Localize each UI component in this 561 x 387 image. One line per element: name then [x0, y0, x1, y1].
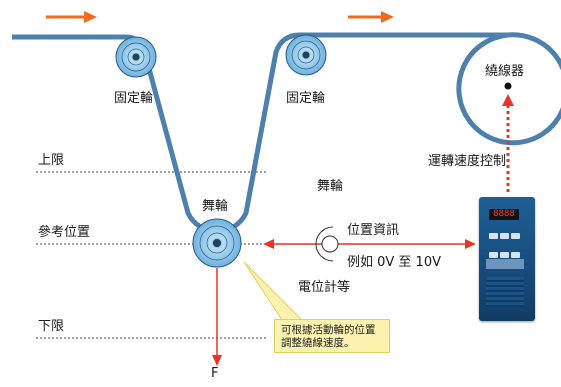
note-callout: 可根據活動輪的位置調整繞線速度。 [274, 319, 390, 353]
fixed-wheel-right-label: 固定輪 [286, 91, 326, 106]
potentiometer-symbol [315, 226, 339, 262]
position-info-label: 位置資訊 [347, 223, 400, 238]
speed-control-arrow [502, 94, 514, 192]
direction-arrow-left [46, 11, 97, 23]
note-pointer [243, 261, 304, 321]
force-arrow [212, 268, 222, 366]
inverter-keypad [488, 225, 522, 263]
dancer-roller [192, 218, 242, 268]
material-web [12, 32, 561, 234]
position-signal-arrow [263, 239, 476, 249]
force-label: F [211, 366, 219, 381]
inverter-nameplate [486, 259, 524, 269]
inverter-vents [486, 277, 524, 307]
fixed-roller-right [285, 34, 327, 76]
lower-limit-label: 下限 [38, 319, 65, 334]
example-range-label: 例如 0V 至 10V [347, 255, 441, 270]
winder-hub [504, 82, 512, 90]
winder-label: 繞線器 [485, 64, 525, 79]
speed-control-label: 運轉速度控制 [428, 154, 507, 169]
potentiometer-label: 電位計等 [298, 280, 351, 295]
direction-arrow-right [348, 11, 394, 23]
dancer-wheel-label: 舞輪 [202, 199, 229, 214]
inverter-display: 8888 [489, 209, 519, 220]
upper-limit-label: 上限 [38, 153, 65, 168]
fixed-roller-left [115, 36, 157, 78]
reference-position-label: 參考位置 [38, 225, 91, 240]
dancer-label-right: 舞輪 [317, 179, 344, 194]
inverter-device: 8888 [479, 197, 535, 321]
fixed-wheel-left-label: 固定輪 [114, 91, 154, 106]
